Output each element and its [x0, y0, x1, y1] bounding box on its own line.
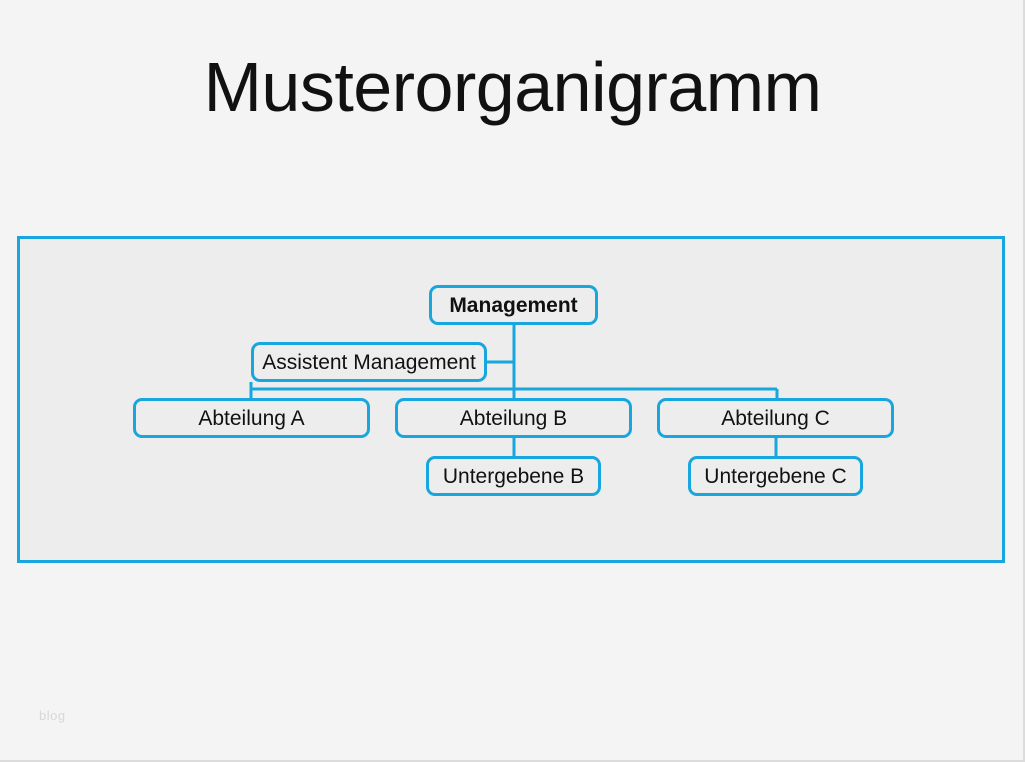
org-node-untergebene_b[interactable]: Untergebene B — [426, 456, 601, 496]
org-node-label: Abteilung B — [459, 406, 568, 430]
org-node-management[interactable]: Management — [429, 285, 598, 325]
org-node-label: Abteilung C — [721, 406, 830, 430]
org-node-abteilung_a[interactable]: Abteilung A — [133, 398, 370, 438]
org-node-abteilung_c[interactable]: Abteilung C — [657, 398, 894, 438]
watermark-label: blog — [39, 708, 66, 723]
org-node-label: Untergebene C — [704, 464, 847, 488]
org-node-label: Assistent Management — [262, 350, 476, 374]
org-node-label: Untergebene B — [442, 464, 585, 488]
org-node-untergebene_c[interactable]: Untergebene C — [688, 456, 863, 496]
org-node-label: Management — [449, 293, 578, 317]
org-node-abteilung_b[interactable]: Abteilung B — [395, 398, 632, 438]
page-title: Musterorganigramm — [203, 48, 822, 126]
org-node-assistent[interactable]: Assistent Management — [251, 342, 487, 382]
org-node-label: Abteilung A — [198, 406, 305, 430]
